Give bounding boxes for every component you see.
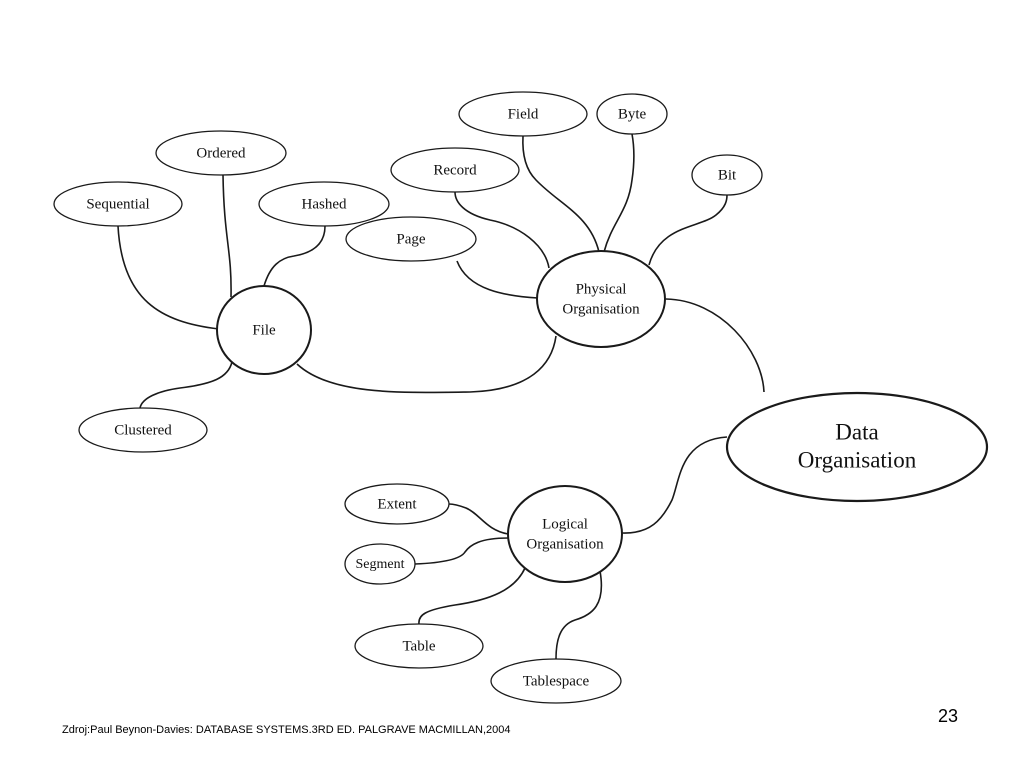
node-tablespace-ellipse [490,658,622,704]
node-table-ellipse [354,623,484,669]
node-field: Field [458,91,588,137]
connector-logical-organisation-to-extent [448,503,509,535]
node-physical-organisation-label: Physical [576,281,627,297]
node-clustered-label: Clustered [114,422,172,438]
node-hashed-ellipse [258,181,390,227]
connector-logical-organisation-to-table [418,567,526,625]
node-page: Page [345,216,477,262]
source-citation: Zdroj:Paul Beynon-Davies: DATABASE SYSTE… [62,724,511,736]
connector-physical-organisation-to-bit [648,194,728,266]
node-file-ellipse [216,285,312,375]
node-record-ellipse [390,147,520,193]
node-ordered: Ordered [155,130,287,176]
node-extent: Extent [344,483,450,525]
connector-file-to-clustered [139,361,233,409]
node-hashed-label: Hashed [302,196,347,212]
node-table: Table [354,623,484,669]
node-data-organisation-ellipse [725,391,989,503]
node-bit-label: Bit [718,167,737,183]
node-bit-ellipse [691,154,763,196]
node-bit: Bit [691,154,763,196]
connector-file-to-physical-organisation [296,335,557,394]
connector-physical-organisation-to-page [456,260,539,299]
node-field-label: Field [508,106,539,122]
node-physical-organisation-ellipse [536,250,666,348]
slide-number: 23 [938,706,959,726]
node-logical-organisation-label: Organisation [526,536,604,552]
node-logical-organisation-ellipse [507,485,623,583]
node-sequential-label: Sequential [86,196,149,212]
node-segment: Segment [344,543,416,585]
connector-logical-organisation-to-tablespace [555,570,603,660]
node-extent-ellipse [344,483,450,525]
node-page-label: Page [396,231,426,247]
connector-physical-organisation-to-record [454,191,550,269]
node-data-organisation-label: Data [835,419,878,444]
connector-physical-organisation-to-byte [603,133,635,253]
node-logical-organisation-label: Logical [542,516,588,532]
node-table-label: Table [402,638,435,654]
node-ordered-label: Ordered [196,145,246,161]
node-physical-organisation-label: Organisation [562,301,640,317]
connector-data-organisation-to-logical-organisation [621,436,728,534]
node-page-ellipse [345,216,477,262]
node-file: File [216,285,312,375]
node-extent-label: Extent [377,496,417,512]
node-sequential: Sequential [53,181,183,227]
connector-file-to-hashed [263,225,326,287]
node-byte-label: Byte [618,106,647,122]
connector-logical-organisation-to-segment [414,537,509,565]
node-tablespace-label: Tablespace [523,673,590,689]
node-byte-ellipse [596,93,668,135]
node-data-organisation-label: Organisation [798,447,917,472]
node-tablespace: Tablespace [490,658,622,704]
node-ordered-ellipse [155,130,287,176]
connector-file-to-ordered [222,174,232,298]
node-file-label: File [252,322,276,338]
node-segment-ellipse [344,543,416,585]
node-field-ellipse [458,91,588,137]
connector-data-organisation-to-physical-organisation [665,298,765,393]
node-hashed: Hashed [258,181,390,227]
node-record-label: Record [433,162,477,178]
node-segment-label: Segment [356,557,405,572]
connector-physical-organisation-to-field [522,135,600,253]
connector-file-to-sequential [117,225,220,330]
node-clustered-ellipse [78,407,208,453]
node-clustered: Clustered [78,407,208,453]
node-byte: Byte [596,93,668,135]
node-record: Record [390,147,520,193]
node-sequential-ellipse [53,181,183,227]
